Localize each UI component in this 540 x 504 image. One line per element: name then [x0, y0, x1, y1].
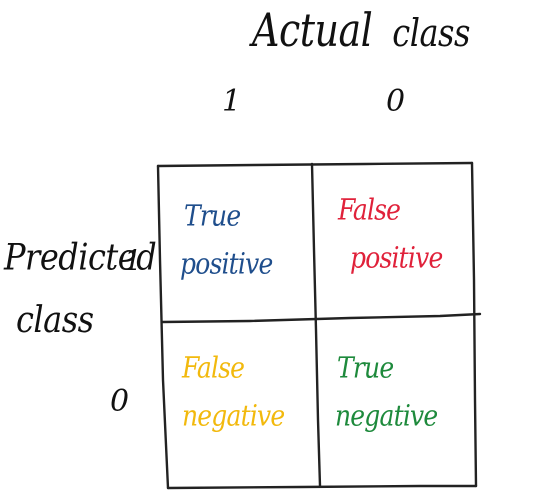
- cell-false-negative: False negative: [182, 344, 285, 441]
- cell-true-negative-line-2: negative: [335, 399, 438, 433]
- cell-false-negative-line-1: False: [182, 350, 245, 385]
- actual-class-title: Actual class: [252, 4, 470, 57]
- predicted-title-word-1: Predicted: [4, 235, 157, 279]
- actual-column-label-1: 1: [222, 84, 241, 119]
- cell-false-negative-line-2: negative: [182, 399, 285, 433]
- cell-true-positive-line-2: positive: [180, 247, 273, 281]
- cell-true-negative: True negative: [335, 344, 438, 441]
- predicted-row-label-0: 0: [110, 384, 129, 419]
- actual-title-word-2: class: [392, 10, 470, 56]
- grid-horizontal-divider: [160, 312, 482, 324]
- predicted-title-word-2: class: [16, 297, 94, 341]
- cell-true-positive: True positive: [180, 192, 273, 289]
- cell-true-positive-line-1: True: [184, 198, 241, 233]
- cell-false-positive-line-1: False: [338, 192, 401, 227]
- predicted-class-title: Predicted class: [4, 226, 157, 350]
- cell-false-positive-line-2: positive: [350, 241, 443, 275]
- actual-title-word-1: Actual: [252, 4, 373, 57]
- cell-true-negative-line-1: True: [337, 350, 394, 385]
- cell-false-positive: False positive: [338, 186, 443, 283]
- grid-vertical-divider: [310, 162, 322, 488]
- grid-top-border: [156, 161, 474, 168]
- grid-right-border: [470, 161, 478, 488]
- actual-column-label-0: 0: [386, 84, 405, 119]
- grid-bottom-border: [166, 484, 478, 490]
- grid-left-border: [156, 164, 170, 490]
- predicted-row-label-1: 1: [124, 244, 142, 277]
